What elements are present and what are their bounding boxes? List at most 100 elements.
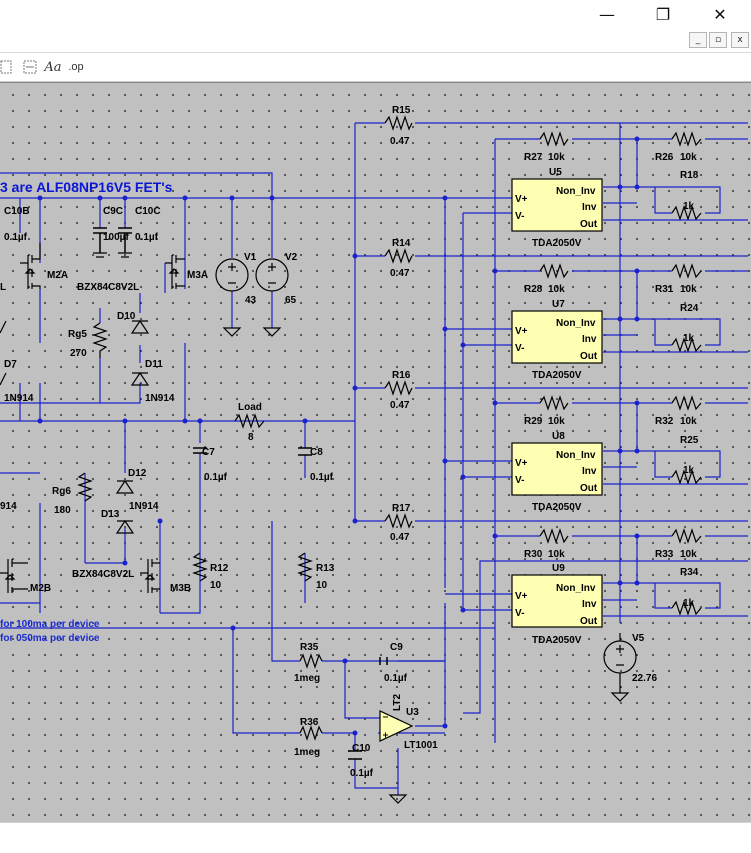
value-D13: BZX84C8V2L (72, 569, 134, 580)
pin-vminus-U9: V- (515, 608, 524, 619)
note-050ma: for 050ma per device (0, 633, 100, 644)
label-D11: D11 (145, 359, 163, 370)
label-R34: R34 (680, 567, 699, 578)
label-C7: C7 (202, 447, 215, 458)
value-R18: 1k (683, 201, 695, 212)
value-R25: 1k (683, 465, 695, 476)
value-Rg6: 180 (54, 505, 71, 516)
part-U9: TDA2050V (532, 635, 582, 646)
label-R15: R15 (392, 105, 411, 116)
label-U3: U3 (406, 707, 419, 718)
value-D-left: 914 (0, 501, 17, 512)
window-close-button[interactable]: ✕ (713, 4, 727, 24)
status-bar (0, 822, 751, 853)
label-R18: R18 (680, 170, 699, 181)
label-Rg6: Rg6 (52, 486, 71, 497)
label-R16: R16 (392, 370, 411, 381)
label-D12: D12 (128, 468, 147, 479)
value-C9C: 100µf (103, 232, 129, 243)
note-100ma: for 100ma per device (0, 619, 100, 630)
value-R31: 10k (680, 284, 697, 295)
value-V5: 22.76 (632, 673, 657, 684)
heading-note: 3 are ALF08NP16V5 FET's (0, 179, 173, 195)
window-titlebar: — ❐ ✕ (0, 0, 751, 28)
part-U3: LT1001 (404, 740, 438, 751)
label-R17: R17 (392, 503, 411, 514)
label-C10B: C10B (4, 206, 30, 217)
junction-dots (37, 136, 640, 736)
value-R26: 10k (680, 152, 697, 163)
label-R26: R26 (655, 152, 674, 163)
label-R12: R12 (210, 563, 229, 574)
label-C10C: C10C (135, 206, 161, 217)
mirror-icon[interactable] (0, 57, 16, 77)
label-R36: R36 (300, 717, 319, 728)
text-tool-button[interactable]: Aa (44, 59, 62, 75)
label-M2A: M2A (47, 270, 68, 281)
pin-inv-U7: Inv (582, 334, 597, 345)
part-U5: TDA2050V (532, 238, 582, 249)
pin-noninv-U9: Non_Inv (556, 583, 596, 594)
label-V5: V5 (632, 633, 645, 644)
value-C9: 0.1µf (384, 673, 408, 684)
label-Load: Load (238, 402, 262, 413)
label-U8: U8 (552, 431, 565, 442)
value-R27: 10k (548, 152, 565, 163)
spice-directive-button[interactable]: .op (68, 61, 84, 73)
window-maximize-button[interactable]: ❐ (655, 4, 671, 24)
value-D12: 1N914 (129, 501, 159, 512)
label-D10: D10 (117, 311, 136, 322)
value-R15: 0.47 (390, 136, 410, 147)
label-R32: R32 (655, 416, 674, 427)
pin-vplus-U9: V+ (515, 591, 528, 602)
value-R12: 10 (210, 580, 222, 591)
label-V1: V1 (244, 252, 257, 263)
pin-vminus-U5: V- (515, 211, 524, 222)
label-U7: U7 (552, 299, 565, 310)
window-minimize-button[interactable]: — (599, 4, 615, 24)
amplifier-blocks (511, 178, 603, 628)
mosfet-symbols (0, 243, 185, 593)
value-R16: 0.47 (390, 400, 410, 411)
value-V1: 43 (245, 295, 257, 306)
label-R29: R29 (524, 416, 543, 427)
schematic-canvas[interactable]: 3 are ALF08NP16V5 FET's for 100ma per de… (0, 82, 751, 823)
rotate-icon[interactable] (20, 57, 40, 77)
value-R33: 10k (680, 549, 697, 560)
pin-vminus-U8: V- (515, 475, 524, 486)
diode-symbols (0, 319, 150, 534)
capacitor-symbols (93, 227, 388, 760)
value-R24: 1k (683, 333, 695, 344)
label-M3A: M3A (187, 270, 208, 281)
pin-noninv-U5: Non_Inv (556, 186, 596, 197)
value-D7: 1N914 (4, 393, 34, 404)
value-R17: 0.47 (390, 532, 410, 543)
mdi-restore-button[interactable]: ▫ (709, 32, 727, 48)
mdi-child-bar: _ ▫ x (0, 28, 751, 53)
value-Rg5: 270 (70, 348, 87, 359)
mdi-close-button[interactable]: x (731, 32, 749, 48)
value-Load: 8 (248, 432, 254, 443)
value-R13: 10 (316, 580, 328, 591)
pin-out-U8: Out (580, 483, 598, 494)
label-R33: R33 (655, 549, 674, 560)
value-C10: 0.1µf (350, 768, 374, 779)
label-R27: R27 (524, 152, 543, 163)
label-R25: R25 (680, 435, 699, 446)
part-U7: TDA2050V (532, 370, 582, 381)
value-D10: BZX84C8V2L (77, 282, 139, 293)
label-R13: R13 (316, 563, 335, 574)
pin-inv-U8: Inv (582, 466, 597, 477)
value-D11: 1N914 (145, 393, 175, 404)
value-C8: 0.1µf (310, 472, 334, 483)
pin-out-U5: Out (580, 219, 598, 230)
value-R14: 0.47 (390, 268, 410, 279)
toolbar: Aa .op (0, 53, 751, 82)
wires (0, 122, 748, 795)
mdi-minimize-button[interactable]: _ (689, 32, 707, 48)
pin-out-U7: Out (580, 351, 598, 362)
label-R28: R28 (524, 284, 543, 295)
value-C10C: 0.1µf (135, 232, 159, 243)
label-M3B: M3B (170, 583, 191, 594)
label-M2B: M2B (30, 583, 51, 594)
